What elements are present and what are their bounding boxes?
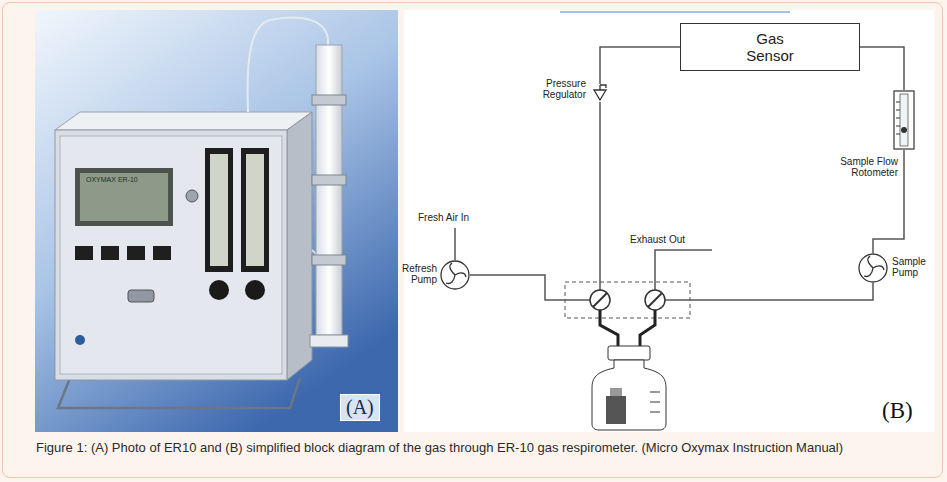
valve-symbol bbox=[590, 290, 610, 310]
bottle-mark bbox=[650, 412, 660, 413]
bottle-body bbox=[592, 360, 666, 430]
photo-background bbox=[35, 10, 398, 432]
node-label: Gas Sensor bbox=[735, 30, 805, 64]
sample-pump: Sample Pump bbox=[858, 253, 888, 283]
lcd-screen bbox=[80, 173, 168, 221]
bottle-mark bbox=[650, 392, 660, 393]
button bbox=[153, 246, 171, 260]
pump-symbol bbox=[440, 260, 470, 290]
tube-line bbox=[599, 102, 601, 290]
logo bbox=[75, 335, 85, 345]
port-label: Fresh Air In bbox=[418, 212, 469, 224]
bottle-tube bbox=[640, 310, 655, 347]
port-label: Exhaust Out bbox=[630, 234, 685, 246]
refresh-pump: Refresh Pump bbox=[440, 260, 470, 290]
panel-letter: (B) bbox=[882, 398, 913, 424]
valve-block bbox=[565, 282, 690, 318]
column-clamp bbox=[312, 255, 346, 265]
rotameter-frame bbox=[205, 148, 233, 272]
regulator-symbol bbox=[592, 84, 608, 102]
bottle-sample bbox=[610, 388, 622, 396]
device-label: OXYMAX ER-10 bbox=[86, 176, 138, 184]
button bbox=[127, 246, 145, 260]
panel-letter: (A) bbox=[340, 394, 380, 421]
button bbox=[75, 246, 93, 260]
flow-rotometer: Sample Flow Rotometer bbox=[893, 90, 915, 150]
bottle-sample bbox=[606, 396, 626, 424]
diagram-background bbox=[404, 10, 934, 432]
tube-connector bbox=[600, 47, 680, 84]
rotometer-symbol bbox=[893, 90, 915, 150]
node-label: Sample Flow Rotometer bbox=[836, 156, 898, 178]
tube-line bbox=[665, 283, 873, 300]
node-label: Refresh Pump bbox=[397, 263, 437, 285]
button bbox=[101, 246, 119, 260]
bottle-cap bbox=[608, 346, 650, 360]
tube-connector bbox=[860, 47, 904, 90]
pump-symbol bbox=[858, 253, 888, 283]
node-label: Sample Pump bbox=[892, 256, 936, 278]
tube-line bbox=[454, 228, 456, 260]
device-top bbox=[55, 112, 312, 130]
device-front bbox=[55, 130, 287, 380]
sample-column bbox=[316, 45, 342, 335]
sensor-box: Gas Sensor bbox=[680, 23, 860, 71]
pressure-regulator: Pressure Regulator bbox=[592, 84, 608, 102]
rotameter-frame bbox=[241, 148, 269, 272]
rotameter-glass bbox=[246, 154, 264, 266]
flow-knob bbox=[245, 280, 265, 300]
stand-wire bbox=[58, 378, 300, 408]
serial-port bbox=[128, 290, 154, 302]
valve-symbol bbox=[593, 293, 607, 307]
tube-line bbox=[655, 250, 712, 290]
valve-symbol bbox=[648, 293, 662, 307]
knob bbox=[186, 190, 198, 202]
flow-knob bbox=[209, 280, 229, 300]
tube-line bbox=[470, 275, 590, 300]
device-panel bbox=[60, 136, 282, 374]
lcd-frame bbox=[75, 168, 173, 226]
node-label: Pressure Regulator bbox=[524, 78, 586, 100]
bottle-mark bbox=[650, 402, 660, 403]
device-side bbox=[287, 112, 312, 380]
column-clamp bbox=[312, 175, 346, 185]
column-clamp bbox=[312, 95, 346, 105]
column-base bbox=[310, 335, 348, 347]
bottle-tube bbox=[600, 310, 618, 347]
figure-caption: Figure 1: (A) Photo of ER10 and (B) simp… bbox=[36, 439, 916, 456]
top-rule bbox=[560, 11, 790, 13]
valve-symbol bbox=[645, 290, 665, 310]
rotameter-glass bbox=[210, 154, 228, 266]
